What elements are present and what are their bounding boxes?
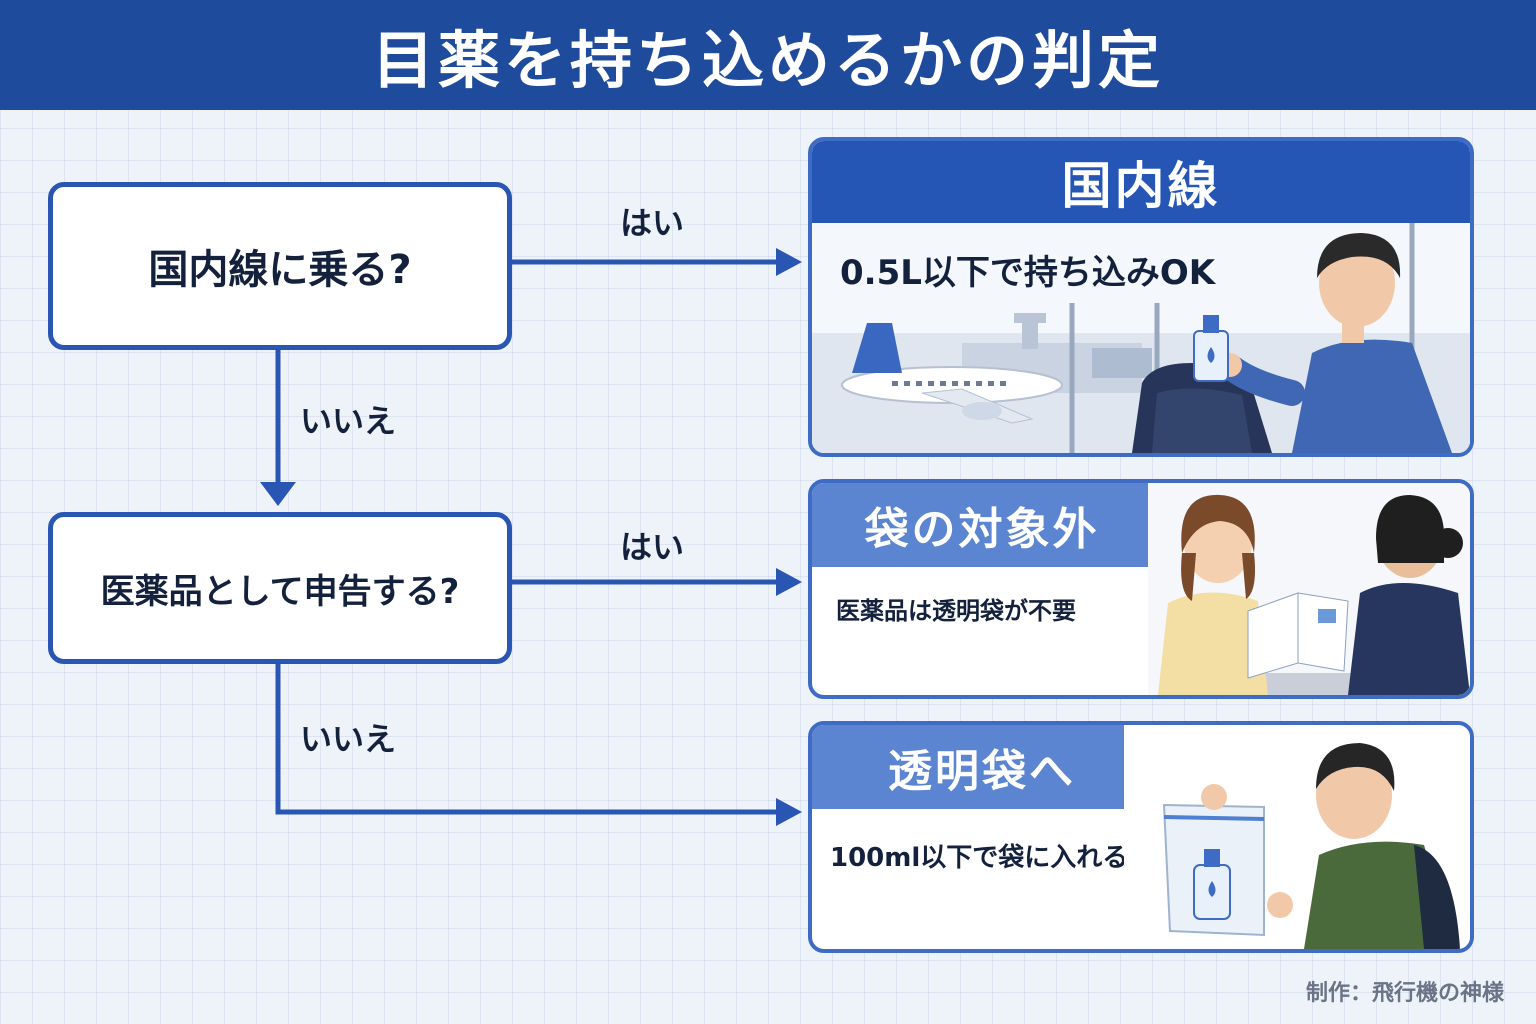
title-bar: 目薬を持ち込めるかの判定 bbox=[0, 0, 1536, 110]
backpack-strap bbox=[1414, 845, 1460, 949]
result-declared-heading-text: 袋の対象外 bbox=[864, 504, 1100, 555]
result-bag-heading-text: 透明袋へ bbox=[888, 746, 1076, 797]
result-card-domestic: 国内線 bbox=[808, 137, 1474, 457]
no2-arrowhead bbox=[776, 798, 802, 826]
result-card-declared: 袋の対象外 医薬品は透明袋が不要 bbox=[808, 479, 1474, 699]
security-check-illustration bbox=[1148, 483, 1470, 695]
result-domestic-heading-text: 国内線 bbox=[1061, 157, 1221, 215]
question-box-declare: 医薬品として申告する? bbox=[48, 512, 512, 664]
result-domestic-description: 0.5L以下で持ち込みOK bbox=[840, 253, 1216, 293]
result-card-clear-bag: 透明袋へ 100ml以下で袋に入れる bbox=[808, 721, 1474, 953]
yes1-arrowhead bbox=[776, 248, 802, 276]
hand bbox=[1267, 892, 1293, 918]
result-declared-description: 医薬品は透明袋が不要 bbox=[836, 597, 1076, 625]
open-document-icon bbox=[1247, 592, 1349, 679]
yes-label-1: はい bbox=[620, 204, 685, 242]
hand bbox=[1201, 784, 1227, 810]
control-tower bbox=[1022, 319, 1038, 349]
result-domestic-heading: 国内線 bbox=[812, 141, 1470, 223]
question-box-domestic: 国内線に乗る? bbox=[48, 182, 512, 350]
eye-drop-bottle-icon bbox=[1193, 315, 1229, 382]
no1-arrowhead bbox=[260, 482, 296, 506]
credit-text: 制作：飛行機の神様 bbox=[1305, 981, 1504, 1006]
no-label-2: いいえ bbox=[300, 720, 397, 758]
result-declared-heading: 袋の対象外 bbox=[812, 483, 1152, 567]
traveler-man bbox=[1304, 743, 1460, 949]
eye-drop-bottle-icon bbox=[1193, 849, 1231, 920]
clear-bag-illustration bbox=[1124, 725, 1470, 949]
result-bag-description: 100ml以下で袋に入れる bbox=[830, 843, 1129, 873]
yes-label-2: はい bbox=[620, 528, 685, 566]
yes2-arrowhead bbox=[776, 568, 802, 596]
result-bag-heading: 透明袋へ bbox=[812, 725, 1152, 809]
question-declare-text: 医薬品として申告する? bbox=[100, 571, 460, 612]
question-domestic-text: 国内線に乗る? bbox=[148, 247, 412, 293]
passenger-woman bbox=[1158, 494, 1268, 695]
security-officer bbox=[1348, 495, 1470, 695]
airport-illustration bbox=[812, 223, 1470, 453]
no2-connector bbox=[275, 664, 780, 815]
no-label-1: いいえ bbox=[300, 402, 397, 440]
page-title: 目薬を持ち込めるかの判定 bbox=[371, 24, 1164, 97]
traveler-person bbox=[1218, 233, 1452, 453]
airplane-icon bbox=[841, 323, 1063, 424]
